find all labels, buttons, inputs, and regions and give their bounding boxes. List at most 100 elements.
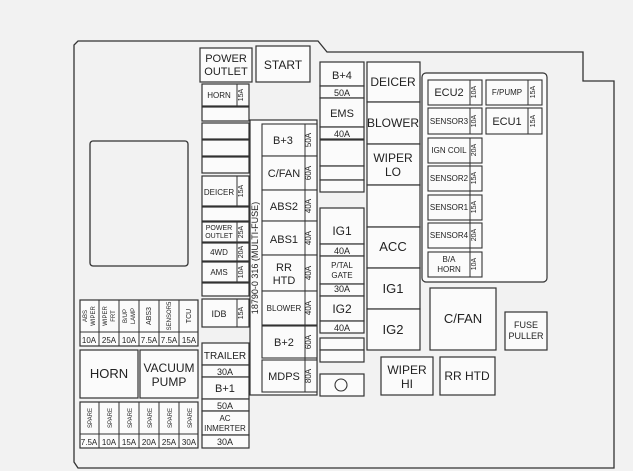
b1-fuse-label: B+1 (215, 383, 235, 395)
deicer-relay-label: DEICER (370, 75, 416, 89)
multi-fuse-part-label: 18790-0 316 (MULTI-FUSE) (250, 202, 260, 314)
spare-fuse-6-amp: 30A (182, 438, 197, 447)
trailer-fuse-label: TRAILER (204, 351, 246, 362)
start-relay-label: START (264, 58, 303, 72)
multi-fuse-cfan-amp: 60A (304, 165, 313, 180)
wiper-frt-fuse-label-1: WIPER (103, 306, 109, 326)
sensor2-fuse-amp: 15A (471, 171, 478, 184)
ba-horn-fuse-label-1: B/A (443, 255, 457, 264)
multi-fuse-rr-htd-amp: 40A (304, 265, 313, 280)
bup-lamp-fuse-amp: 10A (122, 336, 137, 345)
power-outlet-relay-label-1: POWER (205, 53, 247, 65)
spare-fuse-1-amp: 7.5A (81, 438, 98, 447)
ig1-fuse-amp: 40A (334, 246, 350, 256)
sensor5-fuse-amp: 7.5A (161, 336, 178, 345)
b4-fuse-amp: 50A (334, 88, 350, 98)
horn-relay-label: HORN (90, 366, 128, 381)
mdps-fuse-label: MDPS (268, 371, 300, 383)
sensor1-fuse-label: SENSOR1 (430, 203, 469, 212)
power-outlet-fuse-label-1: POWER (206, 225, 232, 232)
ems-fuse-amp: 40A (334, 129, 350, 139)
multi-fuse-blower-label: BLOWER (267, 304, 302, 313)
abs-wiper-fuse-label-2: WIPER (91, 306, 97, 326)
trailer-fuse-amp: 30A (217, 367, 233, 377)
ecu2-fuse-amp: 10A (471, 85, 478, 98)
multi-fuse-b3-amp: 50A (304, 132, 313, 147)
multi-fuse-cfan-label: C/FAN (268, 168, 300, 180)
multi-fuse-abs2-label: ABS2 (270, 201, 298, 213)
tcu-fuse-label: TCU (186, 309, 193, 323)
wiper-hi-relay-label-2: HI (401, 377, 413, 391)
deicer-fuse-amp: 15A (238, 184, 245, 197)
spare-fuse-3-label: SPARE (128, 408, 134, 428)
power-outlet-fuse-label-2: OUTLET (205, 233, 233, 240)
abs3-fuse-amp: 7.5A (141, 336, 158, 345)
sensor1-fuse-amp: 15A (471, 200, 478, 213)
vacuum-pump-label-1: VACUUM (143, 361, 194, 375)
ac-inverter-fuse-label-2: INMERTER (204, 424, 246, 433)
bup-lamp-fuse-label-2: LAMP (131, 308, 137, 324)
sensor5-fuse-label: SENSOR5 (167, 301, 173, 330)
ac-inverter-fuse-amp: 30A (217, 437, 233, 447)
ig2-fuse-amp: 40A (334, 323, 350, 333)
multi-fuse-abs1-amp: 40A (304, 230, 313, 245)
spare-fuse-4-amp: 20A (142, 438, 157, 447)
bup-lamp-fuse-label-1: B/UP (123, 309, 129, 323)
wiper-lo-relay-label-2: LO (385, 165, 401, 179)
fpump-fuse-amp: 15A (530, 85, 537, 98)
ems-fuse-label: EMS (330, 108, 354, 120)
b2-fuse-label: B+2 (274, 337, 294, 349)
rr-htd-relay-label: RR HTD (444, 369, 490, 383)
spare-fuse-4-label: SPARE (148, 408, 154, 428)
wiper-frt-fuse-amp: 25A (102, 336, 117, 345)
4wd-fuse-label: 4WD (210, 248, 228, 257)
ign-coil-fuse-amp: 20A (471, 143, 478, 156)
sensor4-fuse-amp: 20A (471, 228, 478, 241)
blower-relay-label: BLOWER (367, 116, 419, 130)
ecu2-fuse-label: ECU2 (434, 87, 463, 99)
fpump-fuse-label: F/PUMP (492, 88, 522, 97)
ecu1-fuse-amp: 15A (530, 114, 537, 127)
power-outlet-relay-label-2: OUTLET (204, 66, 248, 78)
sensor3-fuse-amp: 10A (471, 114, 478, 127)
b2-fuse-amp: 60A (304, 334, 313, 349)
fuse-puller-label-1: FUSE (514, 320, 538, 330)
sensor4-fuse-label: SENSOR4 (430, 231, 469, 240)
spare-fuse-5-amp: 25A (162, 438, 177, 447)
ptal-gate-fuse-label-1: P/TAL (331, 261, 353, 270)
ig1-relay-label: IG1 (383, 281, 404, 296)
ig2-fuse-label: IG2 (332, 302, 352, 316)
horn-fuse-amp: 15A (238, 88, 245, 101)
horn-fuse-label: HORN (207, 91, 231, 100)
spare-fuse-2-label: SPARE (108, 408, 114, 428)
abs-wiper-fuse-amp: 10A (82, 336, 97, 345)
multi-fuse-rr-htd-label-2: HTD (273, 275, 296, 287)
acc-relay-label: ACC (379, 239, 406, 254)
spare-fuse-6-label: SPARE (188, 408, 194, 428)
fuse-box-outline (73, 40, 615, 469)
ptal-gate-fuse-label-2: GATE (331, 271, 352, 280)
ig1-fuse-label: IG1 (332, 224, 352, 238)
sensor3-fuse-label: SENSOR3 (430, 117, 469, 126)
spare-fuse-1-label: SPARE (88, 408, 94, 428)
power-outlet-fuse-amp: 25A (238, 225, 245, 238)
cfan-relay-label: C/FAN (444, 311, 482, 326)
idb-fuse-amp: 15A (238, 306, 245, 319)
wiper-frt-fuse-label-2: FRT (111, 310, 117, 322)
multi-fuse-abs1-label: ABS1 (270, 234, 298, 246)
spare-fuse-3-amp: 15A (122, 438, 137, 447)
ecu1-fuse-label: ECU1 (492, 116, 521, 128)
large-slot (89, 140, 189, 267)
ams-fuse-amp: 10A (238, 265, 245, 278)
deicer-fuse-label: DEICER (204, 188, 234, 197)
abs3-fuse-label: ABS3 (146, 307, 153, 325)
b1-fuse-amp: 50A (217, 401, 233, 411)
ba-horn-fuse-label-2: HORN (437, 265, 461, 274)
ac-inverter-fuse-label-1: AC (219, 414, 230, 423)
ams-fuse-label: AMS (210, 268, 227, 277)
abs-wiper-fuse-label-1: ABS (83, 310, 89, 322)
wiper-hi-relay-label-1: WIPER (387, 363, 427, 377)
mounting-hole (334, 378, 348, 392)
sensor2-fuse-label: SENSOR2 (430, 174, 469, 183)
